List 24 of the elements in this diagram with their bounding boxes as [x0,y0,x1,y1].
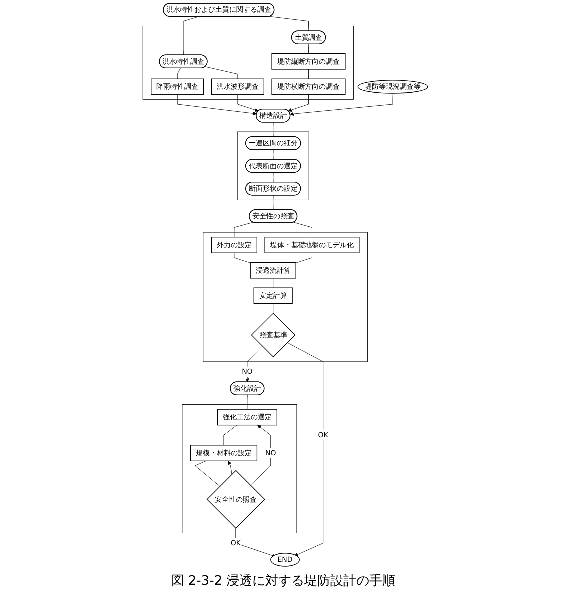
connector [247,395,248,410]
cluster [237,132,310,200]
connector [296,252,312,264]
connector [224,425,238,446]
connector [308,44,310,54]
figure-caption: 図 2-3-2 浸透に対する堤防設計の手順 [171,573,396,590]
connector [269,16,310,32]
connector [273,278,274,288]
connector [273,304,274,314]
connector [177,68,181,80]
connector [234,252,251,264]
connector [273,122,274,138]
connector [273,172,274,183]
connector [234,222,254,238]
connector [294,222,312,238]
connector [273,150,274,160]
connector [205,66,238,80]
connector [195,460,220,487]
cluster [182,404,298,534]
connector [308,69,309,80]
cluster [203,232,368,362]
cluster [142,26,354,100]
connector [183,16,199,56]
connector [273,195,274,210]
